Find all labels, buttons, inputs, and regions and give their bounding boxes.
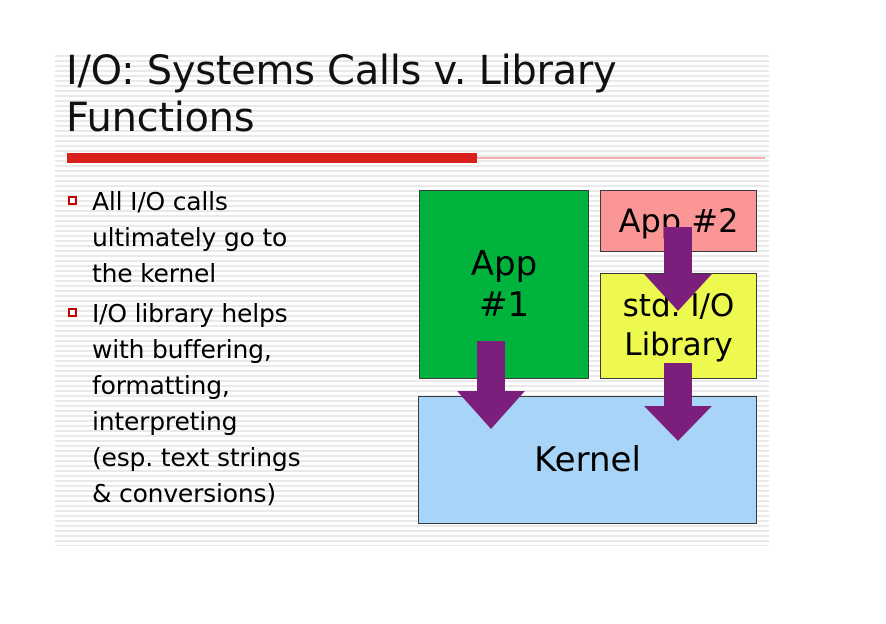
diagram-node-app2: App #2 bbox=[600, 190, 757, 252]
square-outline-bullet-icon bbox=[68, 308, 77, 317]
arrow-app1-to-kernel-icon bbox=[455, 341, 527, 431]
bullet-list: All I/O calls ultimately go to the kerne… bbox=[68, 184, 413, 516]
title-block: I/O: Systems Calls v. Library Functions bbox=[66, 48, 766, 142]
list-item: I/O library helps with buffering, format… bbox=[68, 296, 413, 512]
page-title: I/O: Systems Calls v. Library Functions bbox=[66, 48, 617, 141]
list-item: All I/O calls ultimately go to the kerne… bbox=[68, 184, 413, 292]
diagram-node-kernel: Kernel bbox=[418, 396, 757, 524]
bullet-text: All I/O calls ultimately go to the kerne… bbox=[92, 187, 288, 288]
square-outline-bullet-icon bbox=[68, 196, 77, 205]
title-underline-accent bbox=[67, 153, 477, 163]
arrow-stdio-to-kernel-icon bbox=[642, 363, 714, 443]
arrow-app2-to-stdio-icon bbox=[642, 227, 714, 313]
bullet-text: I/O library helps with buffering, format… bbox=[92, 299, 301, 508]
diagram-node-app1: App #1 bbox=[419, 190, 589, 379]
